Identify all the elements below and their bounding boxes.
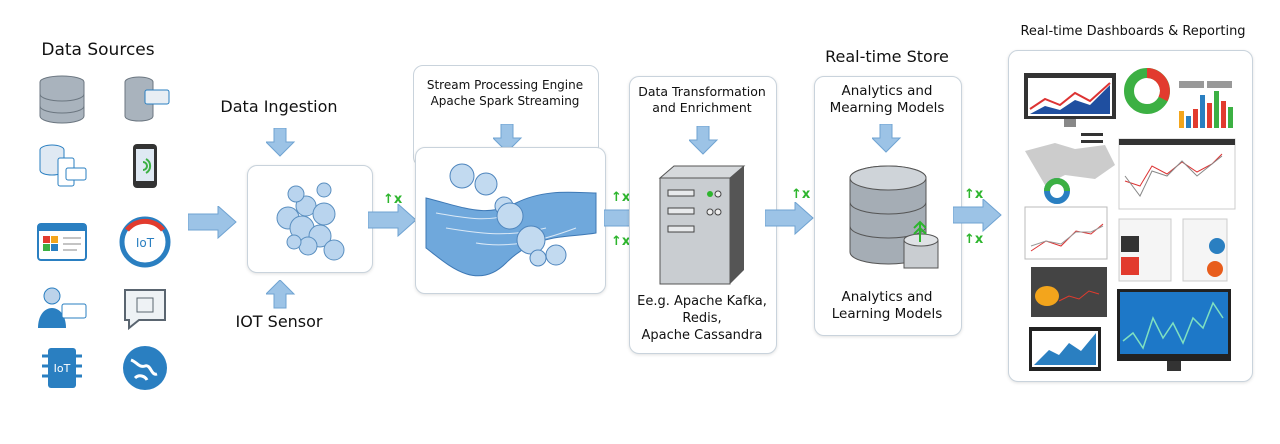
store-bottom-line2: Learning Models [831,306,943,322]
iot-chip-icon: IoT [42,348,82,388]
status-tick-icon: ↑x [964,187,984,202]
bar-chart [1179,81,1233,128]
store-top-line1: Analytics and [841,83,933,99]
flow-arrow-1 [188,206,237,239]
flow-arrow-2 [368,204,417,237]
smartphone-signal-icon [133,144,157,188]
small-line-panel [1024,206,1108,260]
monitor-area-chart [1024,73,1116,127]
data-stream-river-icon [425,163,597,277]
transform-title-line1: Data Transformation [638,84,766,99]
status-tick-icon: ↑x [611,234,631,249]
stream-title-line2: Apache Spark Streaming [430,94,580,108]
data-sources-title: Data Sources [41,40,155,60]
transform-examples: Ee.g. Apache Kafka, Redis, Apache Cassandr… [629,293,775,344]
user-card-icon [38,287,87,328]
flow-arrow-5 [953,199,1002,232]
dashboard-window-icon [37,223,87,261]
status-tick-icon: ↑x [611,190,631,205]
status-tick-icon: ↑x [791,187,811,202]
donut-chart [1124,68,1170,114]
down-arrow-icon [689,126,718,155]
transform-title-line2: and Enrichment [652,100,752,115]
database-icon [849,165,939,269]
monitor-blue-line-chart [1117,289,1231,371]
database-mobile-icon [39,144,87,187]
chat-device-icon [124,289,166,331]
database-icon [39,75,85,124]
dashboards-title: Real-time Dashboards & Reporting [1020,24,1246,39]
examples-line2: Redis, [682,311,722,326]
up-arrow-icon [266,280,295,309]
iot-sensor-label: IOT Sensor [235,312,323,331]
data-bubbles-icon [276,182,345,261]
flow-arrow-4 [765,202,814,235]
dashboards-collage-icon [1024,68,1236,371]
svg-text:IoT: IoT [136,236,155,250]
monitor-mountain-chart [1029,327,1101,371]
store-title: Real-time Store [825,47,949,66]
line-chart-panel [1118,138,1236,210]
ingestion-title: Data Ingestion [220,97,338,116]
examples-line1: Ee.g. Apache Kafka, [637,294,767,309]
status-tick-icon: ↑x [964,232,984,247]
dashboards-box [1008,50,1253,382]
svg-text:IoT: IoT [54,362,71,375]
iot-gauge-icon: IoT [119,216,171,268]
world-map [1025,133,1115,204]
down-arrow-icon [872,124,901,153]
widget-panels [1118,218,1228,282]
stream-title-line1: Stream Processing Engine [426,78,584,92]
database-server-icon [124,76,170,122]
globe-network-icon [123,346,167,390]
stream-visual-box [415,147,606,294]
ingestion-box [247,165,373,273]
examples-line3: Apache Cassandra [641,328,763,343]
dark-dashboard [1031,267,1107,317]
status-tick-icon: ↑x [383,192,403,207]
server-icon [658,165,746,285]
store-top-line2: Mearning Models [829,100,945,116]
store-bottom-line1: Analytics and [841,289,933,305]
down-arrow-icon [266,128,295,157]
